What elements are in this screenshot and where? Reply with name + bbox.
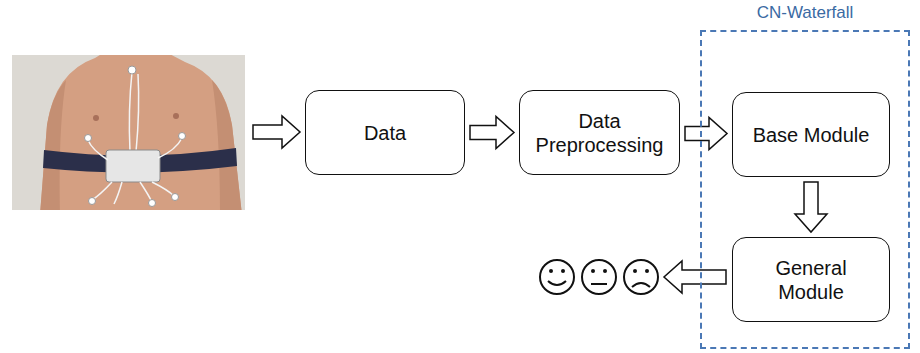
- sensor-wire: [136, 74, 139, 152]
- chest-mark: [93, 115, 99, 121]
- sensor-wire: [88, 140, 108, 160]
- module-group: CN-WaterfallBase ModuleGeneral Module: [700, 30, 910, 349]
- box-label: Data Preprocessing: [528, 109, 671, 157]
- sensor-wire: [140, 182, 152, 202]
- patient-photo: [12, 55, 245, 210]
- face-eye: [549, 269, 553, 273]
- electrode: [149, 200, 156, 207]
- electrode: [128, 66, 136, 74]
- block-arrow: [795, 182, 827, 232]
- sensor-wire: [129, 72, 132, 152]
- face-outline: [582, 260, 616, 294]
- sensor-wire: [114, 182, 122, 204]
- group-title: CN-Waterfall: [702, 3, 908, 23]
- process-box: Data Preprocessing: [519, 90, 680, 175]
- face-eye: [645, 269, 649, 273]
- electrode: [179, 133, 186, 140]
- face-eye: [591, 269, 595, 273]
- sensor-wire: [92, 182, 112, 200]
- recorder-device: [106, 150, 160, 182]
- neutral-face: [582, 260, 616, 294]
- block-arrow: [253, 116, 300, 148]
- face-eye: [633, 269, 637, 273]
- block-arrow: [470, 117, 514, 149]
- face-eye: [603, 269, 607, 273]
- face-mouth: [632, 283, 650, 287]
- sensor-wire: [152, 182, 174, 196]
- face-mouth: [548, 281, 566, 285]
- box-label: General Module: [741, 256, 881, 304]
- block-arrow: [685, 118, 727, 150]
- sensor-wire: [158, 138, 182, 158]
- torso: [40, 55, 242, 210]
- arm-shade: [40, 80, 66, 210]
- electrode: [89, 198, 96, 205]
- chest-mark: [173, 113, 179, 119]
- electrode: [85, 135, 92, 142]
- process-box: Base Module: [732, 92, 890, 177]
- electrode: [172, 194, 179, 201]
- sad-face: [624, 260, 658, 294]
- face-outline: [540, 260, 574, 294]
- process-box: Data: [305, 90, 465, 175]
- happy-face: [540, 260, 574, 294]
- face-eye: [561, 269, 565, 273]
- face-mouth: [591, 283, 607, 285]
- box-label: Data: [364, 121, 406, 145]
- box-label: Base Module: [753, 123, 870, 147]
- process-box: General Module: [732, 237, 890, 322]
- block-arrow: [664, 261, 726, 293]
- face-outline: [624, 260, 658, 294]
- arm-shade: [212, 80, 242, 210]
